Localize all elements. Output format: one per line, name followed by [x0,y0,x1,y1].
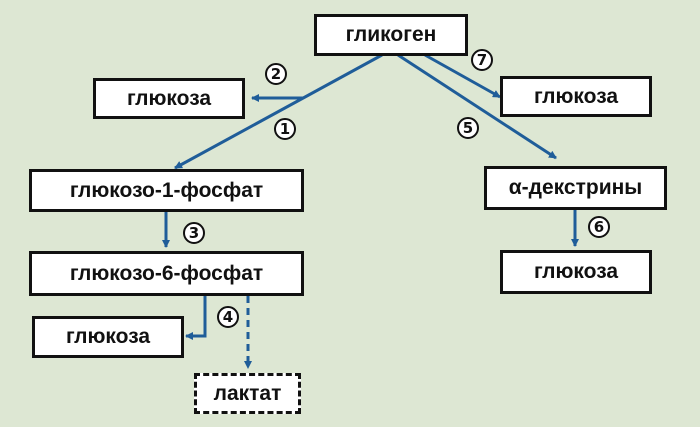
node-alpha-dextrins: α-декстрины [484,166,667,210]
arrow-glycogen-to-glucose-right [424,53,501,99]
node-glycogen: гликоген [314,14,468,56]
step-badge-6: 6 [588,216,610,238]
arrow-glycogen-to-g1p [174,53,383,170]
node-glucose-bottom-right: глюкоза [500,250,652,294]
node-glucose-right: глюкоза [500,76,652,117]
node-glucose-1-phosphate: глюкозо-1-фосфат [29,169,304,212]
arrow-g6p-to-glucose [185,296,207,340]
step-badge-7: 7 [471,49,493,71]
arrow-glycogen-to-dextrins [397,53,557,160]
node-glucose-left: глюкоза [93,78,245,119]
step-badge-1: 1 [274,118,296,140]
node-glucose-6-phosphate: глюкозо-6-фосфат [29,251,304,296]
step-badge-2: 2 [265,63,287,85]
step-badge-5: 5 [457,117,479,139]
node-lactate: лактат [194,373,301,414]
step-badge-3: 3 [183,222,205,244]
step-badge-4: 4 [217,306,239,328]
node-glucose-bottom-left: глюкоза [32,316,184,358]
